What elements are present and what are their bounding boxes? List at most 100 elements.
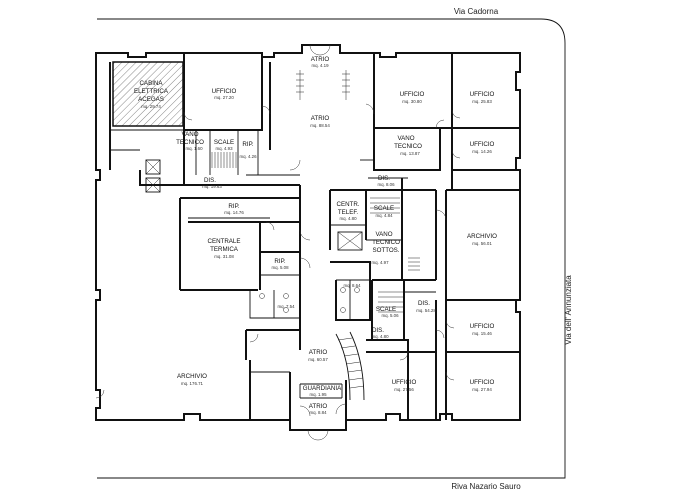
svg-text:SOTTOS.: SOTTOS. <box>372 247 399 254</box>
stairs <box>211 70 420 401</box>
svg-text:mq. 27.56: mq. 27.56 <box>394 387 414 392</box>
room-label-rip-small: RIP. mq. 5.08 <box>271 258 289 270</box>
svg-text:DIS.: DIS. <box>204 177 216 184</box>
svg-text:SCALE: SCALE <box>374 205 394 212</box>
stair-east-entry <box>408 257 420 271</box>
room-label-cabina: CABINA ELETTRICA ACEGAS mq. 29.74 <box>134 80 169 109</box>
svg-text:mq. 7.54: mq. 7.54 <box>277 304 295 309</box>
room-label-ufficio-e4: UFFICIO mq. 15.46 <box>470 323 495 336</box>
stair-centre <box>370 197 400 214</box>
svg-text:RIP.: RIP. <box>274 258 286 265</box>
svg-text:CENTR.: CENTR. <box>336 201 359 208</box>
svg-text:UFFICIO: UFFICIO <box>392 379 417 386</box>
svg-text:mq. 4.26: mq. 4.26 <box>239 154 257 159</box>
svg-text:mq. 5.08: mq. 5.08 <box>271 265 289 270</box>
svg-text:mq. 14.76: mq. 14.76 <box>224 210 244 215</box>
svg-text:UFFICIO: UFFICIO <box>470 379 495 386</box>
svg-text:UFFICIO: UFFICIO <box>470 91 495 98</box>
svg-text:mq. 88.54: mq. 88.54 <box>310 123 330 128</box>
room-label-vano-tecnico-e: VANO TECNICO mq. 13.87 <box>394 135 422 156</box>
room-label-scale-w: SCALE mq. 4.93 <box>214 139 234 151</box>
room-label-wc-w: mq. 7.54 <box>277 304 295 309</box>
stair-south <box>378 291 404 313</box>
svg-text:mq. 54.28: mq. 54.28 <box>416 308 436 313</box>
svg-text:VANO: VANO <box>375 231 392 238</box>
svg-text:DIS.: DIS. <box>372 327 384 334</box>
room-label-archivio-w: ARCHIVIO mq. 176.71 <box>177 373 207 386</box>
room-label-archivio-e: ARCHIVIO mq. 56.01 <box>467 233 497 246</box>
room-label-vano-tecnico-w: VANO TECNICO mq. 1.60 <box>176 131 204 151</box>
svg-text:TECNICO: TECNICO <box>372 239 400 246</box>
svg-text:mq. 8.64: mq. 8.64 <box>343 283 361 288</box>
svg-text:ATRIO: ATRIO <box>309 349 328 356</box>
room-label-dis-n: DIS. mq. 8.06 <box>377 175 395 187</box>
svg-text:mq. 1.60: mq. 1.60 <box>185 146 203 151</box>
svg-text:TECNICO: TECNICO <box>176 139 204 146</box>
svg-text:mq. 19.63: mq. 19.63 <box>202 184 222 189</box>
svg-text:mq. 56.01: mq. 56.01 <box>472 241 492 246</box>
room-label-ufficio-e3: UFFICIO mq. 14.26 <box>470 141 495 154</box>
svg-text:ACEGAS: ACEGAS <box>138 96 164 103</box>
svg-text:DIS.: DIS. <box>418 300 430 307</box>
room-label-dis-w: DIS. mq. 19.63 <box>202 177 222 189</box>
svg-text:SCALE: SCALE <box>214 139 234 146</box>
svg-text:mq. 4.84: mq. 4.84 <box>375 213 393 218</box>
svg-text:mq. 29.74: mq. 29.74 <box>141 104 161 109</box>
svg-text:VANO: VANO <box>181 131 198 138</box>
room-label-ufficio-nw: UFFICIO mq. 27.20 <box>212 88 237 100</box>
svg-text:mq. 15.46: mq. 15.46 <box>472 331 492 336</box>
svg-text:mq. 27.94: mq. 27.94 <box>472 387 492 392</box>
room-label-rip-w: RIP. mq. 4.26 <box>239 141 257 159</box>
svg-text:ELETTRICA: ELETTRICA <box>134 88 169 95</box>
svg-text:RIP.: RIP. <box>228 203 240 210</box>
svg-text:UFFICIO: UFFICIO <box>470 141 495 148</box>
room-label-ufficio-n2: UFFICIO mq. 25.83 <box>470 91 495 104</box>
svg-text:mq. 4.19: mq. 4.19 <box>311 63 329 68</box>
room-label-atrio-top: ATRIO mq. 4.19 <box>311 56 330 68</box>
street-outline <box>97 18 566 479</box>
room-label-ufficio-s2: UFFICIO mq. 27.94 <box>470 379 495 392</box>
svg-text:CABINA: CABINA <box>139 80 163 87</box>
svg-text:SCALE: SCALE <box>376 306 396 313</box>
room-label-vano-sottoscala: VANO TECNICO SOTTOS. mq. 4.97 <box>371 231 400 265</box>
street-label-south: Riva Nazario Sauro <box>451 482 521 491</box>
svg-text:GUARDIANIA: GUARDIANIA <box>303 385 342 392</box>
exterior-walls <box>95 44 521 431</box>
svg-text:mq. 8.84: mq. 8.84 <box>309 410 327 415</box>
street-label-north: Via Cadorna <box>454 7 499 16</box>
svg-text:mq. 4.97: mq. 4.97 <box>371 260 389 265</box>
room-label-atrio-main: ATRIO mq. 88.54 <box>310 115 330 128</box>
stair-north-centre <box>296 70 350 100</box>
room-label-atrio-s: ATRIO mq. 60.57 <box>308 349 328 362</box>
street-label-east: Via dell' Annunziata <box>564 275 573 345</box>
svg-text:RIP.: RIP. <box>242 141 254 148</box>
svg-text:UFFICIO: UFFICIO <box>400 91 425 98</box>
room-label-dis-s: DIS. mq. 4.80 <box>371 327 389 339</box>
svg-text:mq. 30.80: mq. 30.80 <box>402 99 422 104</box>
room-label-scale-c: SCALE mq. 4.84 <box>374 205 394 218</box>
svg-text:mq. 31.08: mq. 31.08 <box>214 254 234 259</box>
interior-walls <box>109 53 520 420</box>
room-label-ufficio-s1: UFFICIO mq. 27.56 <box>392 379 417 392</box>
svg-text:ATRIO: ATRIO <box>311 115 330 122</box>
room-label-centrale-termica: CENTRALE TERMICA mq. 31.08 <box>207 238 240 259</box>
svg-text:mq. 25.83: mq. 25.83 <box>472 99 492 104</box>
svg-text:DIS.: DIS. <box>378 175 390 182</box>
stair-west <box>211 152 237 168</box>
svg-text:ARCHIVIO: ARCHIVIO <box>467 233 497 240</box>
svg-text:mq. 4.93: mq. 4.93 <box>215 146 233 151</box>
room-label-guardiania: GUARDIANIA mq. 1.95 <box>303 385 342 397</box>
svg-text:mq. 14.26: mq. 14.26 <box>472 149 492 154</box>
room-label-scale-s: SCALE mq. 5.06 <box>376 306 399 318</box>
svg-text:mq. 5.06: mq. 5.06 <box>381 313 399 318</box>
svg-text:TECNICO: TECNICO <box>394 143 422 150</box>
room-label-wc-c: mq. 8.64 <box>343 283 361 288</box>
svg-text:TELEF.: TELEF. <box>338 209 359 216</box>
svg-text:ATRIO: ATRIO <box>311 56 330 63</box>
room-label-ufficio-n1: UFFICIO mq. 30.80 <box>400 91 425 104</box>
room-label-atrio-entry: ATRIO mq. 8.84 <box>309 403 328 415</box>
svg-text:mq. 4.80: mq. 4.80 <box>371 334 389 339</box>
room-label-centr-telef: CENTR. TELEF. mq. 4.80 <box>336 201 359 221</box>
svg-text:mq. 13.87: mq. 13.87 <box>400 151 420 156</box>
svg-text:mq. 1.95: mq. 1.95 <box>309 392 327 397</box>
